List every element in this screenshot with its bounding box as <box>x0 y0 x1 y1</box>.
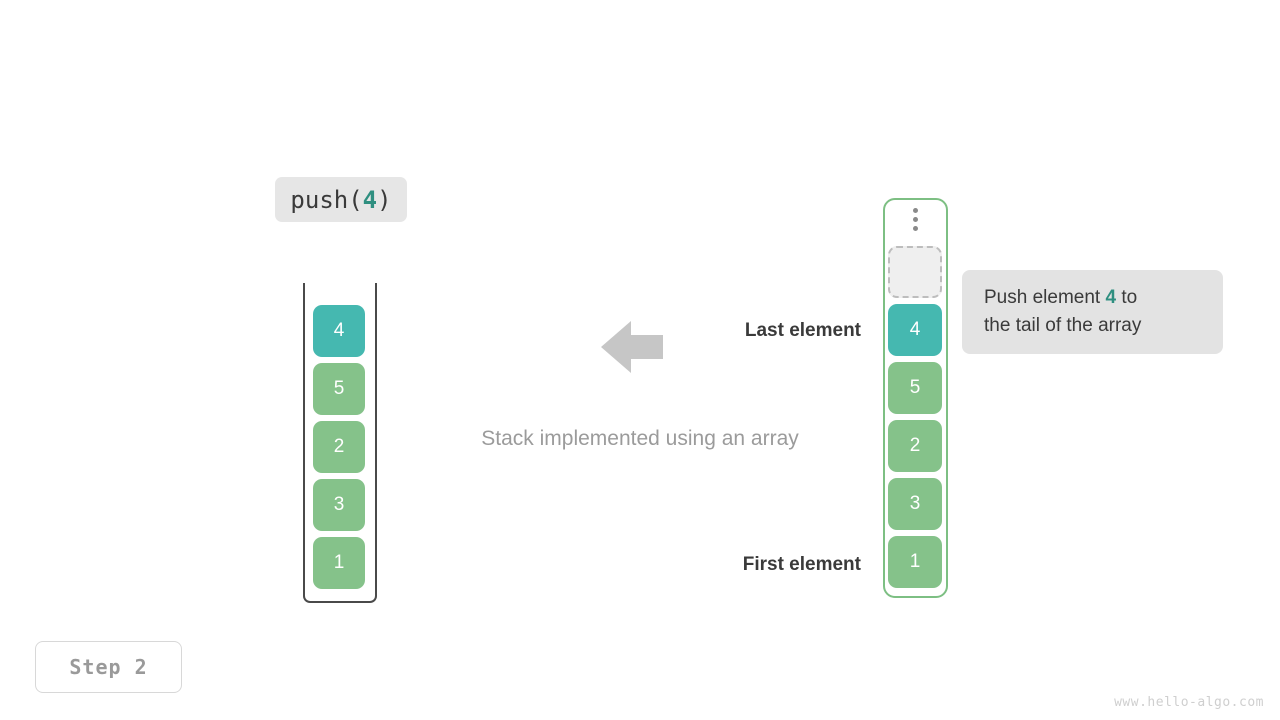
stack-cell: 5 <box>313 363 365 415</box>
ellipsis-dot <box>913 226 918 231</box>
tooltip-description: Push element 4 to the tail of the array <box>962 270 1223 354</box>
array-cell: 3 <box>888 478 942 530</box>
ellipsis-dot <box>913 208 918 213</box>
stack-container-walls <box>303 283 377 603</box>
stack-cell: 4 <box>313 305 365 357</box>
tooltip-line2: the tail of the array <box>984 315 1142 336</box>
operation-suffix: ) <box>377 185 392 214</box>
stack-cell-list: 4 5 2 3 1 <box>313 305 367 595</box>
stack-caption: Stack implemented using an array <box>481 427 799 450</box>
array-cell: 1 <box>888 536 942 588</box>
array-empty-slot <box>888 246 942 298</box>
last-element-label: Last element <box>744 320 861 341</box>
array-cell: 4 <box>888 304 942 356</box>
tooltip-line1-accent: 4 <box>1105 287 1117 308</box>
array-cell-list: 4 5 2 3 1 <box>888 246 943 594</box>
stack-cell: 3 <box>313 479 365 531</box>
ellipsis-dot <box>913 217 918 222</box>
watermark: www.hello-algo.com <box>1114 695 1264 710</box>
operation-prefix: push( <box>290 185 363 214</box>
array-cell: 5 <box>888 362 942 414</box>
stack-cell: 2 <box>313 421 365 473</box>
operation-value: 4 <box>362 185 378 214</box>
stack-visualization: 4 5 2 3 1 <box>303 283 377 603</box>
operation-chip: push(4) <box>275 177 407 222</box>
first-element-label: First element <box>742 554 861 575</box>
tooltip-line1-suffix: to <box>1116 287 1138 308</box>
left-arrow-icon <box>601 319 663 375</box>
ellipsis-dots-icon <box>883 208 948 231</box>
step-badge: Step 2 <box>35 641 182 693</box>
array-cell: 2 <box>888 420 942 472</box>
tooltip-line1-prefix: Push element <box>984 287 1106 308</box>
array-visualization: 4 5 2 3 1 <box>883 198 948 598</box>
stack-cell: 1 <box>313 537 365 589</box>
